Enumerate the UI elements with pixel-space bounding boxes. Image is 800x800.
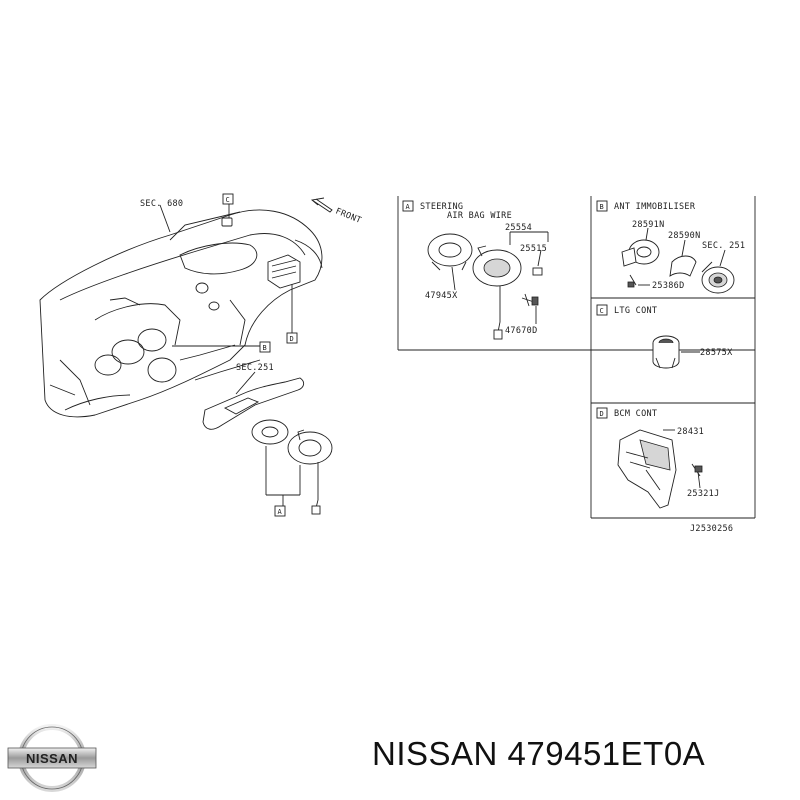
- part-number-caption: NISSAN 479451ET0A: [372, 735, 706, 772]
- panel-b-part-1: 28591N: [632, 220, 665, 230]
- panel-b-letter: B: [600, 203, 604, 211]
- panel-a-part-2: 25515: [520, 244, 547, 254]
- panel-c-title: LTG CONT: [614, 306, 657, 316]
- panel-d: D BCM CONT: [596, 407, 703, 509]
- panel-b-part-4: 25386D: [652, 281, 685, 291]
- sec680-label: SEC. 680: [140, 199, 183, 209]
- panel-a-part-4: 47670D: [505, 326, 538, 336]
- panel-a-letter: A: [406, 203, 411, 211]
- svg-text:B: B: [263, 344, 267, 352]
- panel-a-part-1: 25554: [505, 223, 532, 233]
- panel-c-letter: C: [600, 307, 604, 315]
- panel-b-part-3: SEC. 251: [702, 241, 745, 251]
- panel-d-part-2: 25321J: [687, 489, 720, 499]
- panel-frames: [397, 196, 756, 519]
- logo-text: NISSAN: [26, 751, 78, 766]
- svg-text:D: D: [290, 335, 294, 343]
- drawing-code: J2530256: [690, 524, 733, 534]
- sec251-label: SEC.251: [236, 363, 274, 373]
- svg-text:A: A: [278, 508, 283, 516]
- panel-d-letter: D: [600, 410, 604, 418]
- panel-b-title: ANT IMMOBILISER: [614, 202, 696, 212]
- svg-text:C: C: [226, 196, 230, 204]
- panel-a-title-2: AIR BAG WIRE: [447, 211, 512, 221]
- callout-b: B: [259, 341, 271, 353]
- front-label: FRONT: [334, 207, 363, 226]
- panel-a-part-3: 47945X: [425, 291, 458, 301]
- callout-c: C: [222, 193, 234, 205]
- callout-a: A: [274, 505, 286, 517]
- panel-a: A STEERING AIR BAG WIRE: [402, 200, 549, 340]
- panel-b-part-2: 28590N: [668, 231, 701, 241]
- callout-d: D: [286, 332, 298, 344]
- panel-a-title-1: STEERING: [420, 202, 463, 212]
- panel-b: B ANT IMMOBILISER: [596, 200, 735, 294]
- dashboard-overview: [39, 197, 333, 515]
- nissan-logo: NISSAN: [7, 724, 97, 792]
- panel-d-title: BCM CONT: [614, 409, 657, 419]
- panel-c: C LTG CONT: [596, 304, 700, 369]
- panel-c-part-1: 28575X: [700, 348, 733, 358]
- panel-d-part-1: 28431: [677, 427, 704, 437]
